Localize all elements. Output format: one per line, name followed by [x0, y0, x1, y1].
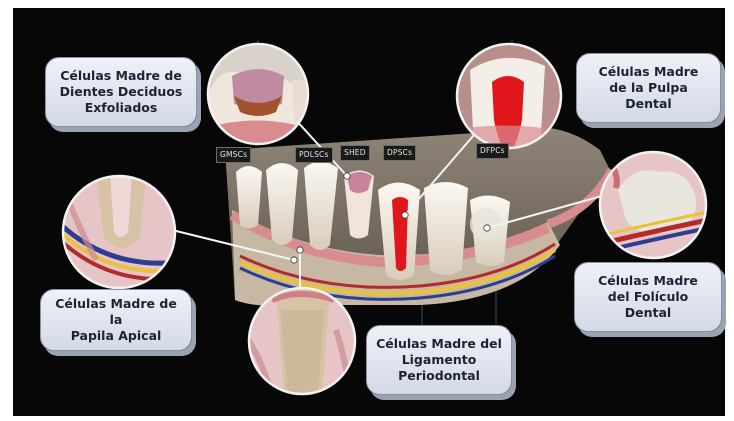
- callout-ligament: Células Madre del Ligamento Periodontal: [366, 325, 512, 395]
- callout-pulp: Células Madre de la Pulpa Dental: [576, 53, 721, 123]
- apical-detail-circle: [60, 174, 180, 290]
- callout-apical: Células Madre de la Papila Apical: [40, 289, 192, 351]
- tag-shed: SHED: [340, 145, 370, 161]
- tag-gmscs: GMSCs: [216, 147, 251, 163]
- tag-pdlscs: PDLSCs: [295, 147, 333, 163]
- callout-follicle: Células Madre del Folículo Dental: [574, 262, 722, 332]
- shed-detail-circle: [200, 40, 320, 150]
- tag-dfpcs: DFPCs: [476, 143, 509, 159]
- callout-shed: Células Madre de Dientes Deciduos Exfoli…: [45, 57, 197, 127]
- follicle-detail-circle: [598, 150, 708, 260]
- tag-dpscs: DPSCs: [383, 145, 416, 161]
